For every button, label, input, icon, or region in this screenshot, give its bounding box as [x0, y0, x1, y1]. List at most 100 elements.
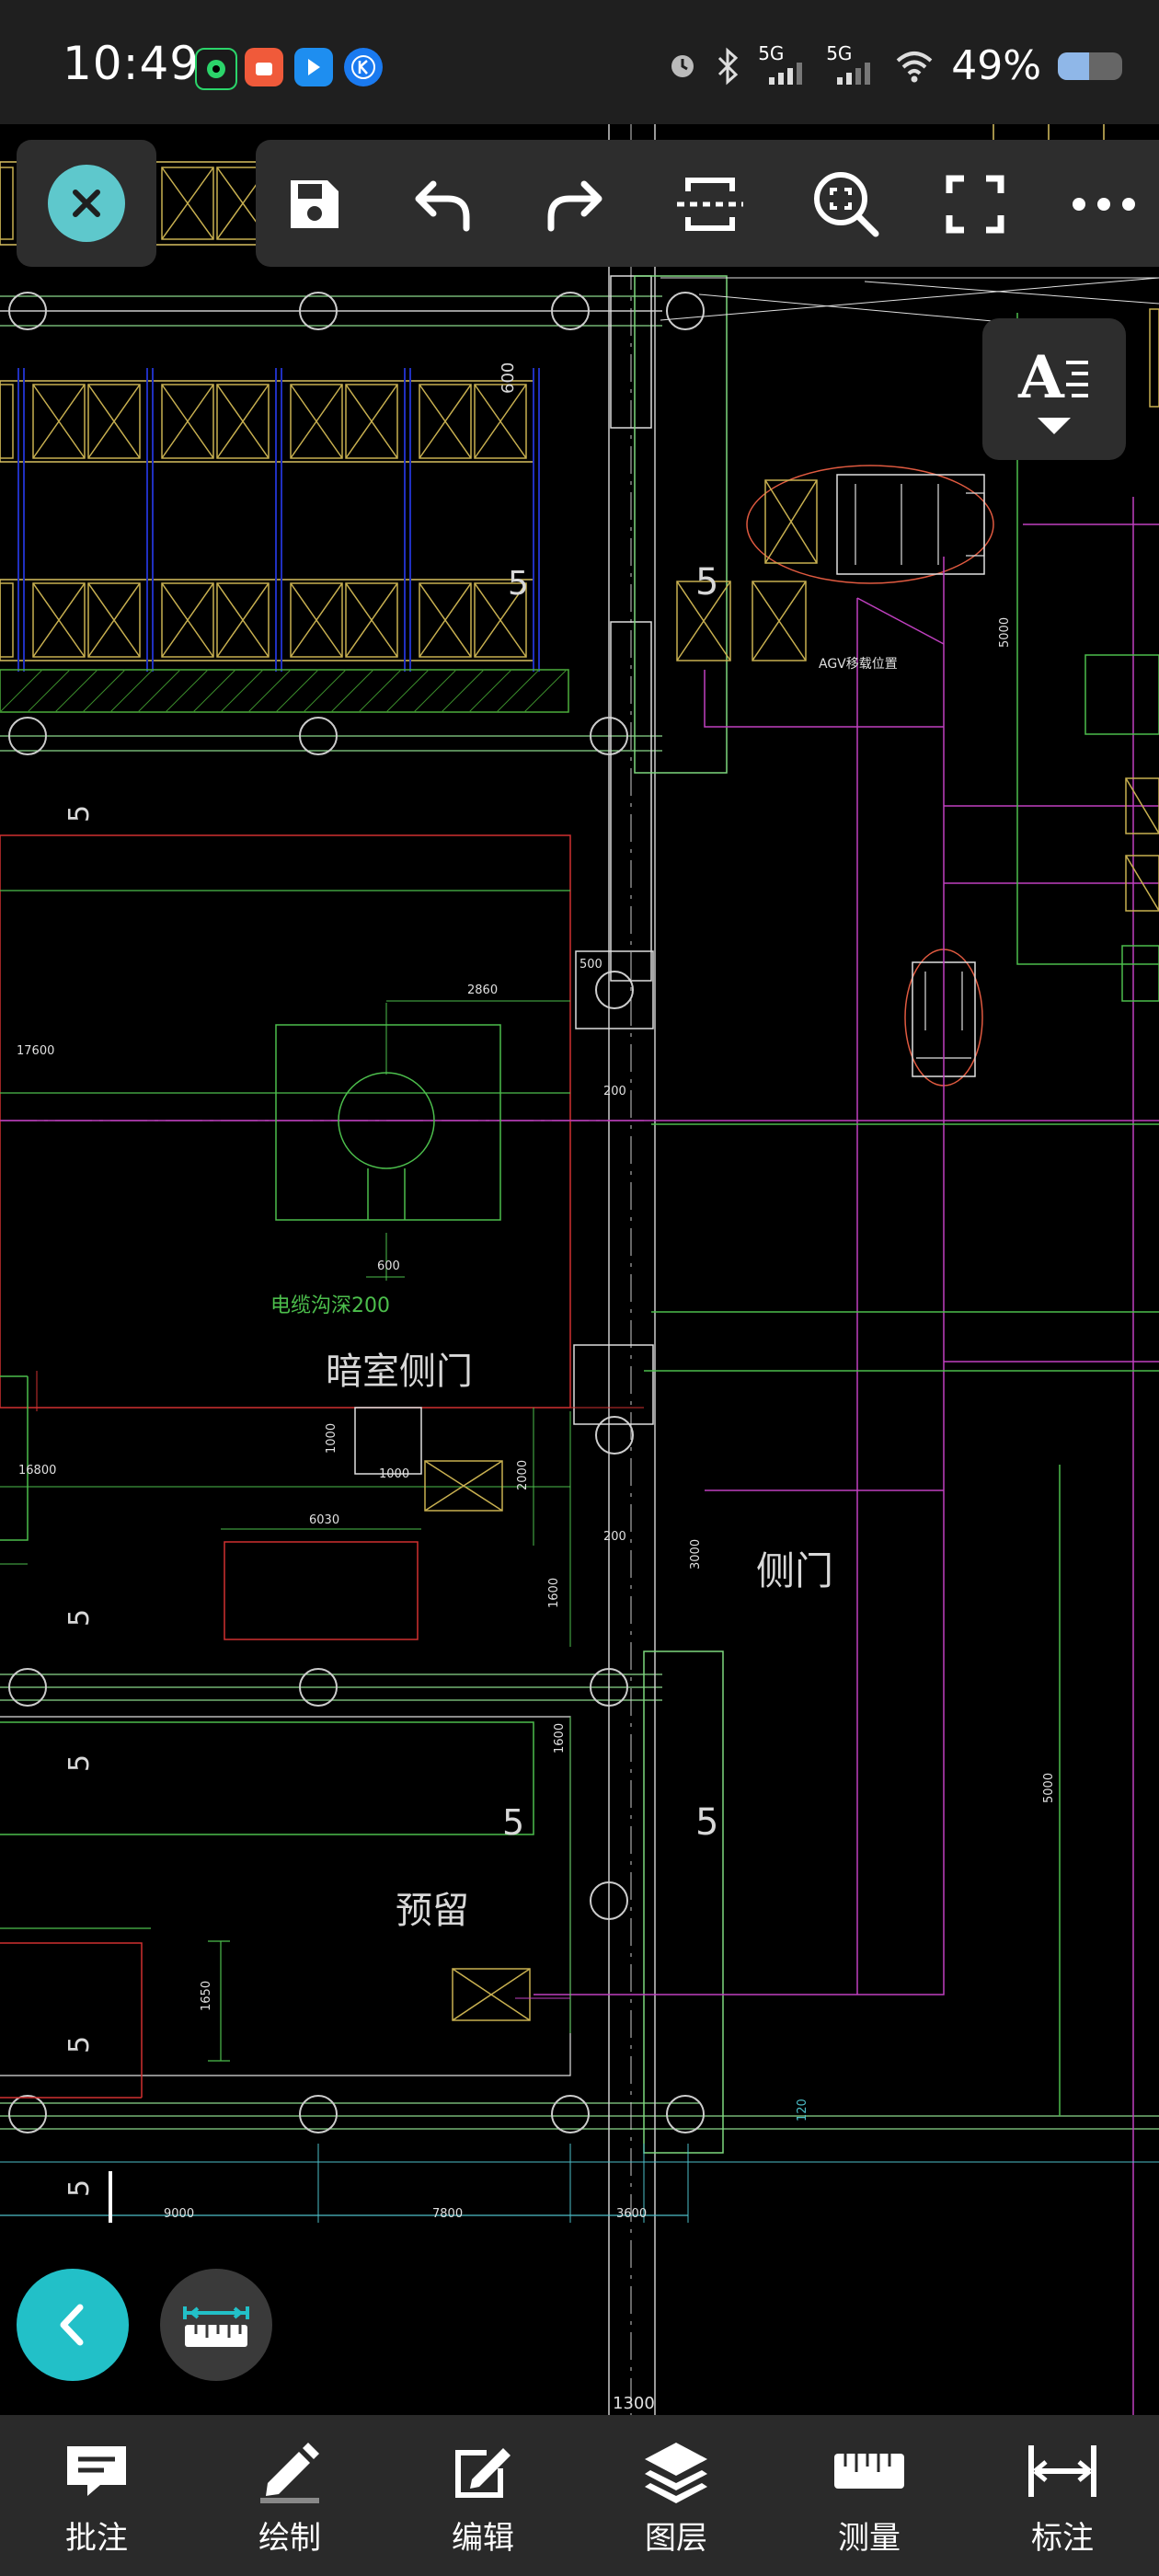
dimension-label: 3000	[689, 1539, 703, 1570]
save-button[interactable]	[276, 166, 353, 243]
dimension-icon	[1028, 2445, 1096, 2497]
fullscreen-button[interactable]	[936, 166, 1014, 243]
dimension-label: 5000	[998, 617, 1012, 648]
grid-number-label: 5	[695, 561, 718, 604]
grid-number-label: 5	[63, 2179, 96, 2197]
comment-icon	[67, 2446, 126, 2496]
top-toolbar	[256, 140, 1159, 267]
network-type-label: 5G	[826, 41, 853, 64]
dimension-label: 1000	[379, 1467, 409, 1481]
text-lines-icon	[1065, 361, 1088, 397]
chevron-left-icon	[60, 2304, 84, 2346]
text-style-label: A	[1018, 342, 1064, 412]
ruler-icon	[183, 2306, 249, 2347]
bluetooth-icon	[718, 47, 739, 85]
layers-icon	[645, 2443, 707, 2503]
more-button[interactable]	[1065, 166, 1142, 243]
nav-label: 测量	[838, 2520, 901, 2557]
grid-number-label: 5	[63, 1754, 96, 1772]
dimension-label: 1000	[325, 1423, 339, 1454]
cad-drawing[interactable]: 暗室侧门 侧门 预留 电缆沟深200 AGV移载位置 600 500 5000 …	[0, 124, 1159, 2415]
cad-label-cable-trench: 电缆沟深200	[270, 1294, 390, 1317]
dimension-label: 16800	[18, 1464, 56, 1478]
cad-label-darkroom-side-door: 暗室侧门	[326, 1351, 473, 1393]
cad-label-side-door: 侧门	[756, 1548, 833, 1593]
ruler-icon	[834, 2454, 904, 2489]
undo-button[interactable]	[405, 166, 482, 243]
more-icon	[1073, 198, 1135, 211]
nav-item-layers[interactable]: 图层	[580, 2415, 773, 2576]
nav-item-measure[interactable]: 测量	[773, 2415, 966, 2576]
fullscreen-icon	[946, 175, 1004, 234]
alarm-icon	[671, 54, 694, 77]
wifi-icon	[896, 51, 933, 82]
dimension-label: 7800	[432, 2207, 463, 2221]
dimension-label: 600	[377, 1259, 400, 1273]
zoom-extents-icon	[814, 172, 879, 237]
status-indicators: 5G 5G 49%	[668, 42, 1122, 89]
chevron-down-icon	[1038, 417, 1071, 434]
nav-item-dimension[interactable]: 标注	[966, 2415, 1159, 2576]
app-notification-icon	[294, 48, 333, 86]
dimension-label: 3600	[616, 2207, 647, 2221]
cad-drawing-canvas[interactable]: 暗室侧门 侧门 预留 电缆沟深200 AGV移载位置 600 500 5000 …	[0, 124, 1159, 2415]
app-notification-icon	[245, 48, 283, 86]
dimension-label: 600	[499, 362, 518, 394]
grid-number-label: 5	[63, 805, 96, 822]
selection-button[interactable]	[671, 166, 749, 243]
dimension-label: 5000	[1042, 1773, 1056, 1803]
dimension-label: 500	[580, 958, 602, 972]
cad-label-reserved: 预留	[396, 1890, 469, 1932]
nav-item-annotate[interactable]: 批注	[0, 2415, 193, 2576]
cad-label-agv-position: AGV移载位置	[819, 657, 898, 672]
nav-label: 批注	[65, 2520, 128, 2557]
back-button[interactable]	[17, 2269, 129, 2381]
zoom-extents-button[interactable]	[808, 166, 885, 243]
battery-percent: 49%	[951, 42, 1041, 89]
dimension-label: 200	[603, 1530, 626, 1544]
grid-number-label: 5	[695, 1801, 718, 1844]
signal-icon: 5G	[758, 42, 809, 85]
signal-icon: 5G	[826, 42, 878, 85]
edit-icon	[455, 2448, 511, 2498]
nav-item-edit[interactable]: 编辑	[386, 2415, 580, 2576]
measure-tool-button[interactable]	[160, 2269, 272, 2381]
dimension-label: 17600	[17, 1044, 54, 1058]
app-notification-icon	[344, 48, 383, 86]
redo-icon	[547, 180, 602, 232]
nav-label: 编辑	[452, 2520, 514, 2557]
dimension-label: 1650	[200, 1981, 213, 2011]
grid-number-label: 5	[63, 1609, 96, 1627]
status-time: 10:49	[63, 37, 201, 90]
close-button[interactable]	[48, 165, 125, 242]
status-bar: 10:49 5G 5G 49%	[0, 0, 1159, 124]
dimension-label: 1300	[613, 2394, 655, 2413]
grid-number-label: 5	[508, 565, 529, 603]
text-style-toggle[interactable]: A	[982, 318, 1126, 460]
dimension-label: 1600	[547, 1578, 561, 1608]
battery-icon	[1058, 52, 1122, 80]
dimension-label: 2860	[467, 983, 498, 997]
app-notification-icon	[195, 48, 237, 90]
grid-number-label: 5	[63, 2036, 96, 2053]
bottom-nav: 批注 绘制 编辑 图层 测量 标注	[0, 2415, 1159, 2576]
nav-label: 图层	[645, 2520, 707, 2557]
save-icon	[291, 180, 339, 228]
dimension-label: 200	[603, 1085, 626, 1098]
close-drawing-panel	[17, 140, 156, 267]
redo-button[interactable]	[535, 166, 613, 243]
dimension-label: 2000	[516, 1460, 530, 1490]
network-type-label: 5G	[758, 41, 785, 64]
pencil-icon	[260, 2443, 319, 2503]
nav-item-draw[interactable]: 绘制	[193, 2415, 386, 2576]
undo-icon	[415, 180, 470, 232]
dimension-label: 6030	[309, 1513, 339, 1527]
grid-number-label: 5	[502, 1802, 524, 1843]
close-icon	[73, 190, 100, 217]
nav-label: 绘制	[258, 2520, 321, 2557]
selection-icon	[677, 178, 743, 231]
nav-label: 标注	[1031, 2520, 1094, 2557]
dimension-label: 9000	[164, 2207, 194, 2221]
dimension-label: 120	[796, 2099, 809, 2122]
dimension-label: 1600	[553, 1723, 567, 1754]
